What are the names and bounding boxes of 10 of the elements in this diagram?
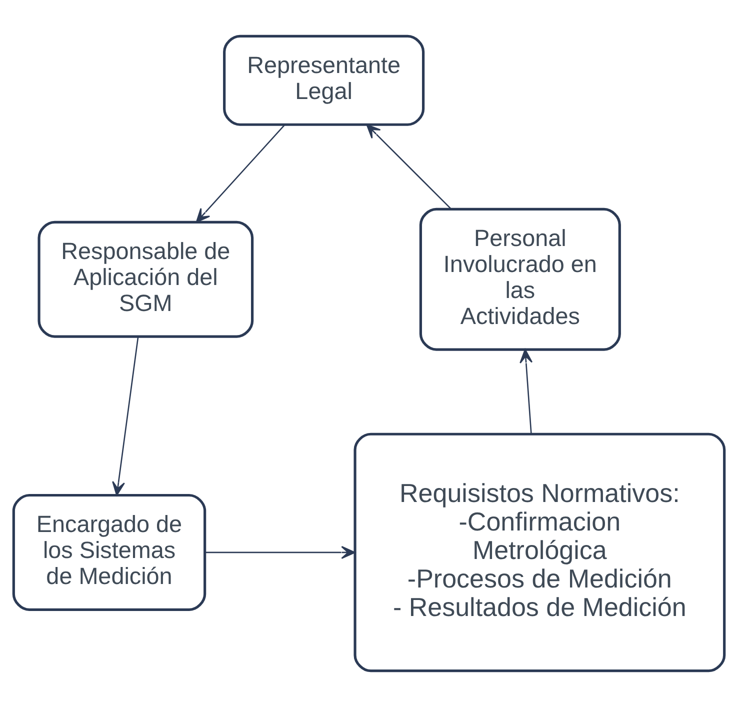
node-box: Responsable de Aplicación del SGM <box>38 220 254 338</box>
node-box: Personal Involucrado en las Actividades <box>419 207 621 350</box>
node-box: Representante Legal <box>223 34 425 126</box>
node-box: Encargado de los Sistemas de Medición <box>12 493 206 610</box>
arrow <box>366 124 452 209</box>
arrow <box>205 545 356 558</box>
arrow <box>196 124 286 222</box>
arrow <box>112 336 139 496</box>
arrow <box>520 348 533 434</box>
node-box: Requisistos Normativos: -Confirmacion Metrológica -Procesos de Medición - Resultados de Medición <box>354 432 726 672</box>
